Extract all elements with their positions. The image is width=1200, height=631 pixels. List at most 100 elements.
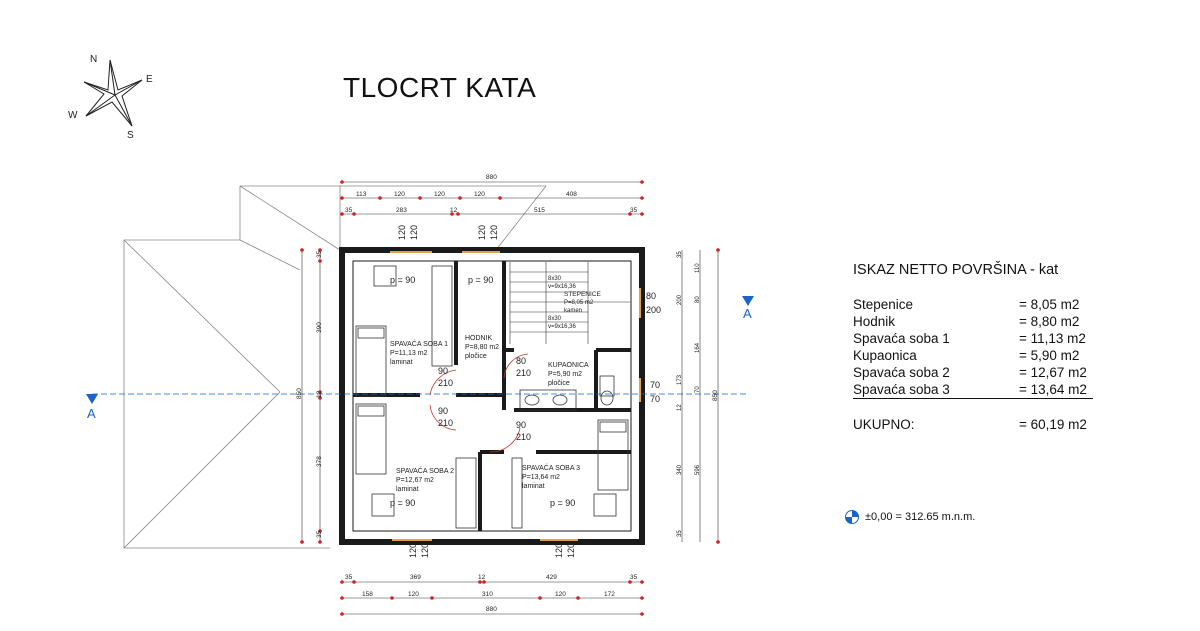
furniture	[355, 265, 629, 529]
parapet-sp2: p = 90	[390, 498, 415, 508]
area-row: Spavaća soba 3= 13,64 m2	[853, 381, 1093, 399]
open-door-sp2-a: 90	[438, 406, 448, 416]
area-row: Kupaonica = 5,90 m2	[853, 347, 1093, 364]
dim-bot-429: 429	[546, 574, 557, 581]
open-bot2-b: 120	[566, 543, 576, 558]
dim-left-12: 12	[316, 390, 323, 398]
open-bot1-a: 120	[408, 543, 418, 558]
compass-s-label: S	[127, 130, 134, 141]
open-bot2-a: 120	[554, 543, 564, 558]
elevation-marker-icon	[845, 510, 859, 524]
area-total-row: UKUPNO:= 60,19 m2	[853, 417, 1093, 432]
area-label: Stepenice	[853, 297, 914, 312]
room-sp2-area: P=12,67 m2	[396, 477, 434, 484]
area-value: = 8,80 m2	[1019, 314, 1080, 329]
dim-right-35b: 35	[677, 530, 683, 537]
open-door-sp3-a: 90	[516, 420, 526, 430]
area-value: = 12,67 m2	[1019, 365, 1087, 380]
dim-bot-158: 158	[362, 591, 373, 598]
area-value: = 8,05 m2	[1019, 297, 1080, 312]
dim-bot-35b: 35	[630, 574, 638, 581]
dim-right-173: 173	[677, 374, 683, 385]
dim-bot-120b: 120	[555, 591, 566, 598]
dim-top-12: 12	[450, 207, 458, 214]
open-win2-b: 70	[650, 394, 660, 404]
room-stp-spec1a: 8x30	[548, 276, 562, 282]
dim-left-378: 378	[316, 456, 323, 467]
dim-left-35b: 35	[316, 530, 323, 538]
parapet-sp1: p = 90	[390, 275, 415, 285]
area-value: = 13,64 m2	[1019, 382, 1087, 397]
compass-w-label: W	[68, 110, 78, 121]
area-table: ISKAZ NETTO POVRŠINA - kat Stepenice = 8,…	[853, 262, 1093, 432]
door-swings	[429, 353, 529, 453]
area-label: Spavaća soba 1	[853, 331, 950, 346]
room-sp3-name: SPAVAĆA SOBA 3	[522, 463, 580, 472]
open-bot1-b: 120	[420, 543, 430, 558]
dim-top-35b: 35	[630, 207, 638, 214]
area-row: Stepenice = 8,05 m2	[853, 296, 1093, 313]
room-stp-area: P=8,05 m2	[564, 300, 594, 306]
section-label-right: A	[743, 306, 752, 321]
dim-bot-12: 12	[478, 574, 486, 581]
room-sp1-floor: laminat	[390, 359, 413, 366]
open-door-kup-a: 80	[516, 356, 526, 366]
interior-walls	[353, 261, 631, 531]
windows	[390, 251, 641, 541]
open-win1-a: 80	[646, 291, 656, 301]
section-label-left: A	[87, 406, 96, 421]
elevation-text: ±0,00 = 312.65 m.n.m.	[865, 511, 976, 523]
room-stp-floor: kamen	[564, 308, 582, 314]
room-sp2-floor: laminat	[396, 486, 419, 493]
dim-right-164: 164	[695, 342, 701, 353]
area-total-label: UKUPNO:	[853, 417, 915, 432]
area-row: Spavaća soba 2 = 12,67 m2	[853, 364, 1093, 381]
dim-right-340: 340	[677, 464, 683, 475]
dim-left-390: 390	[316, 322, 323, 333]
room-stp-spec2b: v=9x16,36	[548, 324, 577, 330]
room-kup-name: KUPAONICA	[548, 362, 589, 369]
dim-top-120a: 120	[394, 191, 405, 198]
outer-wall	[339, 247, 645, 545]
dim-top-35a: 35	[345, 207, 353, 214]
dim-bot-310: 310	[482, 591, 493, 598]
open-top2-a: 120	[477, 225, 487, 240]
room-stp-spec2a: 8x30	[548, 316, 562, 322]
room-kup-area: P=5,90 m2	[548, 371, 582, 378]
area-label: Kupaonica	[853, 348, 917, 363]
area-value: = 5,90 m2	[1019, 348, 1080, 363]
dim-bot-total: 880	[486, 606, 497, 613]
room-stp-spec1b: v=9x16,36	[548, 284, 577, 290]
dim-right-12: 12	[677, 404, 683, 411]
area-label: Spavaća soba 2	[853, 365, 950, 380]
open-door-sp2-b: 210	[438, 418, 453, 428]
dim-top-120c: 120	[474, 191, 485, 198]
dim-left-35a: 35	[316, 250, 323, 258]
open-win2-a: 70	[650, 380, 660, 390]
open-door-sp1-b: 210	[438, 378, 453, 388]
parapet-hod: p = 90	[468, 275, 493, 285]
room-hod-area: P=8,80 m2	[465, 344, 499, 351]
dim-left-total: 850	[296, 388, 303, 399]
dim-top-283: 283	[396, 207, 407, 214]
dim-bot-369: 369	[410, 574, 421, 581]
open-top1-b: 120	[409, 225, 419, 240]
open-door-sp3-b: 210	[516, 432, 531, 442]
area-value: = 11,13 m2	[1019, 331, 1086, 346]
room-hod-floor: pločice	[465, 353, 487, 360]
parapet-sp3: p = 90	[550, 498, 575, 508]
area-label: Hodnik	[853, 314, 896, 329]
room-kup-floor: pločice	[548, 380, 570, 387]
open-win1-b: 200	[646, 305, 661, 315]
dim-right-596: 596	[695, 464, 701, 475]
compass-e-label: E	[146, 74, 153, 85]
section-marker-left-icon	[86, 394, 98, 404]
open-top1-a: 120	[397, 225, 407, 240]
dim-right-80: 80	[695, 296, 701, 303]
compass-n-label: N	[90, 54, 97, 65]
room-sp1-area: P=11,13 m2	[390, 350, 428, 357]
open-top2-b: 120	[489, 225, 499, 240]
area-table-heading: ISKAZ NETTO POVRŠINA - kat	[853, 262, 1059, 278]
room-sp2-name: SPAVAĆA SOBA 2	[396, 466, 454, 475]
